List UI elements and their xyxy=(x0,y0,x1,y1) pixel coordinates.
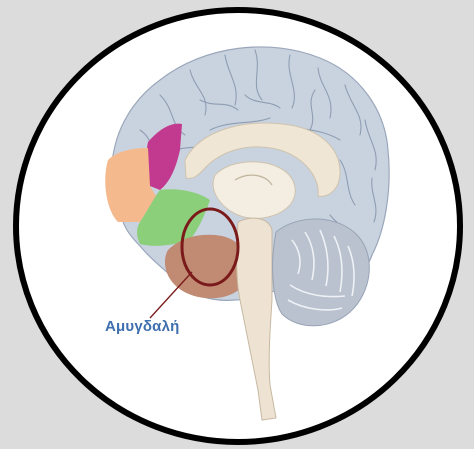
amygdala-label: Αμυγδαλή xyxy=(105,318,180,335)
